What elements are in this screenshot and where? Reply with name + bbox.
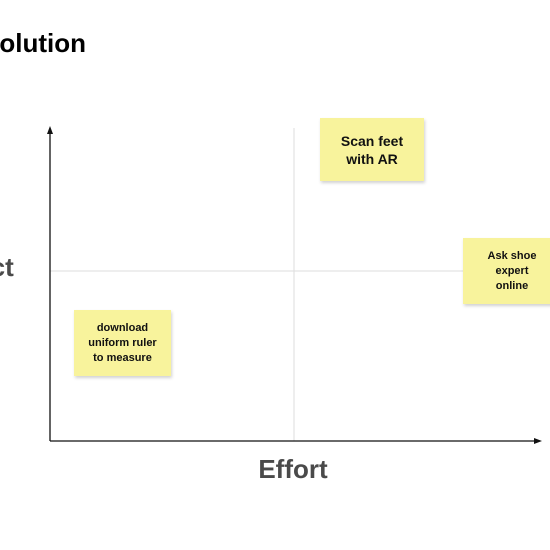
- x-axis-label: Effort: [258, 454, 328, 484]
- page-title-text: Solution: [0, 28, 86, 58]
- x-axis-arrowhead: [534, 438, 542, 444]
- sticky-note-scan-feet[interactable]: Scan feet with AR: [320, 118, 424, 181]
- y-axis-arrowhead: [47, 126, 53, 134]
- sticky-note-ask-expert[interactable]: Ask shoe expert online: [463, 238, 550, 304]
- sticky-note-text: Scan feet with AR: [340, 132, 404, 167]
- y-axis-label-text: Impact: [0, 252, 14, 282]
- sticky-note-text: Ask shoe expert online: [487, 249, 537, 292]
- sticky-note-text: download uniform ruler to measure: [88, 321, 157, 364]
- sticky-note-download-ruler[interactable]: download uniform ruler to measure: [74, 310, 171, 376]
- page-title: Solution: [0, 30, 86, 56]
- y-axis-label: Impact: [0, 254, 14, 280]
